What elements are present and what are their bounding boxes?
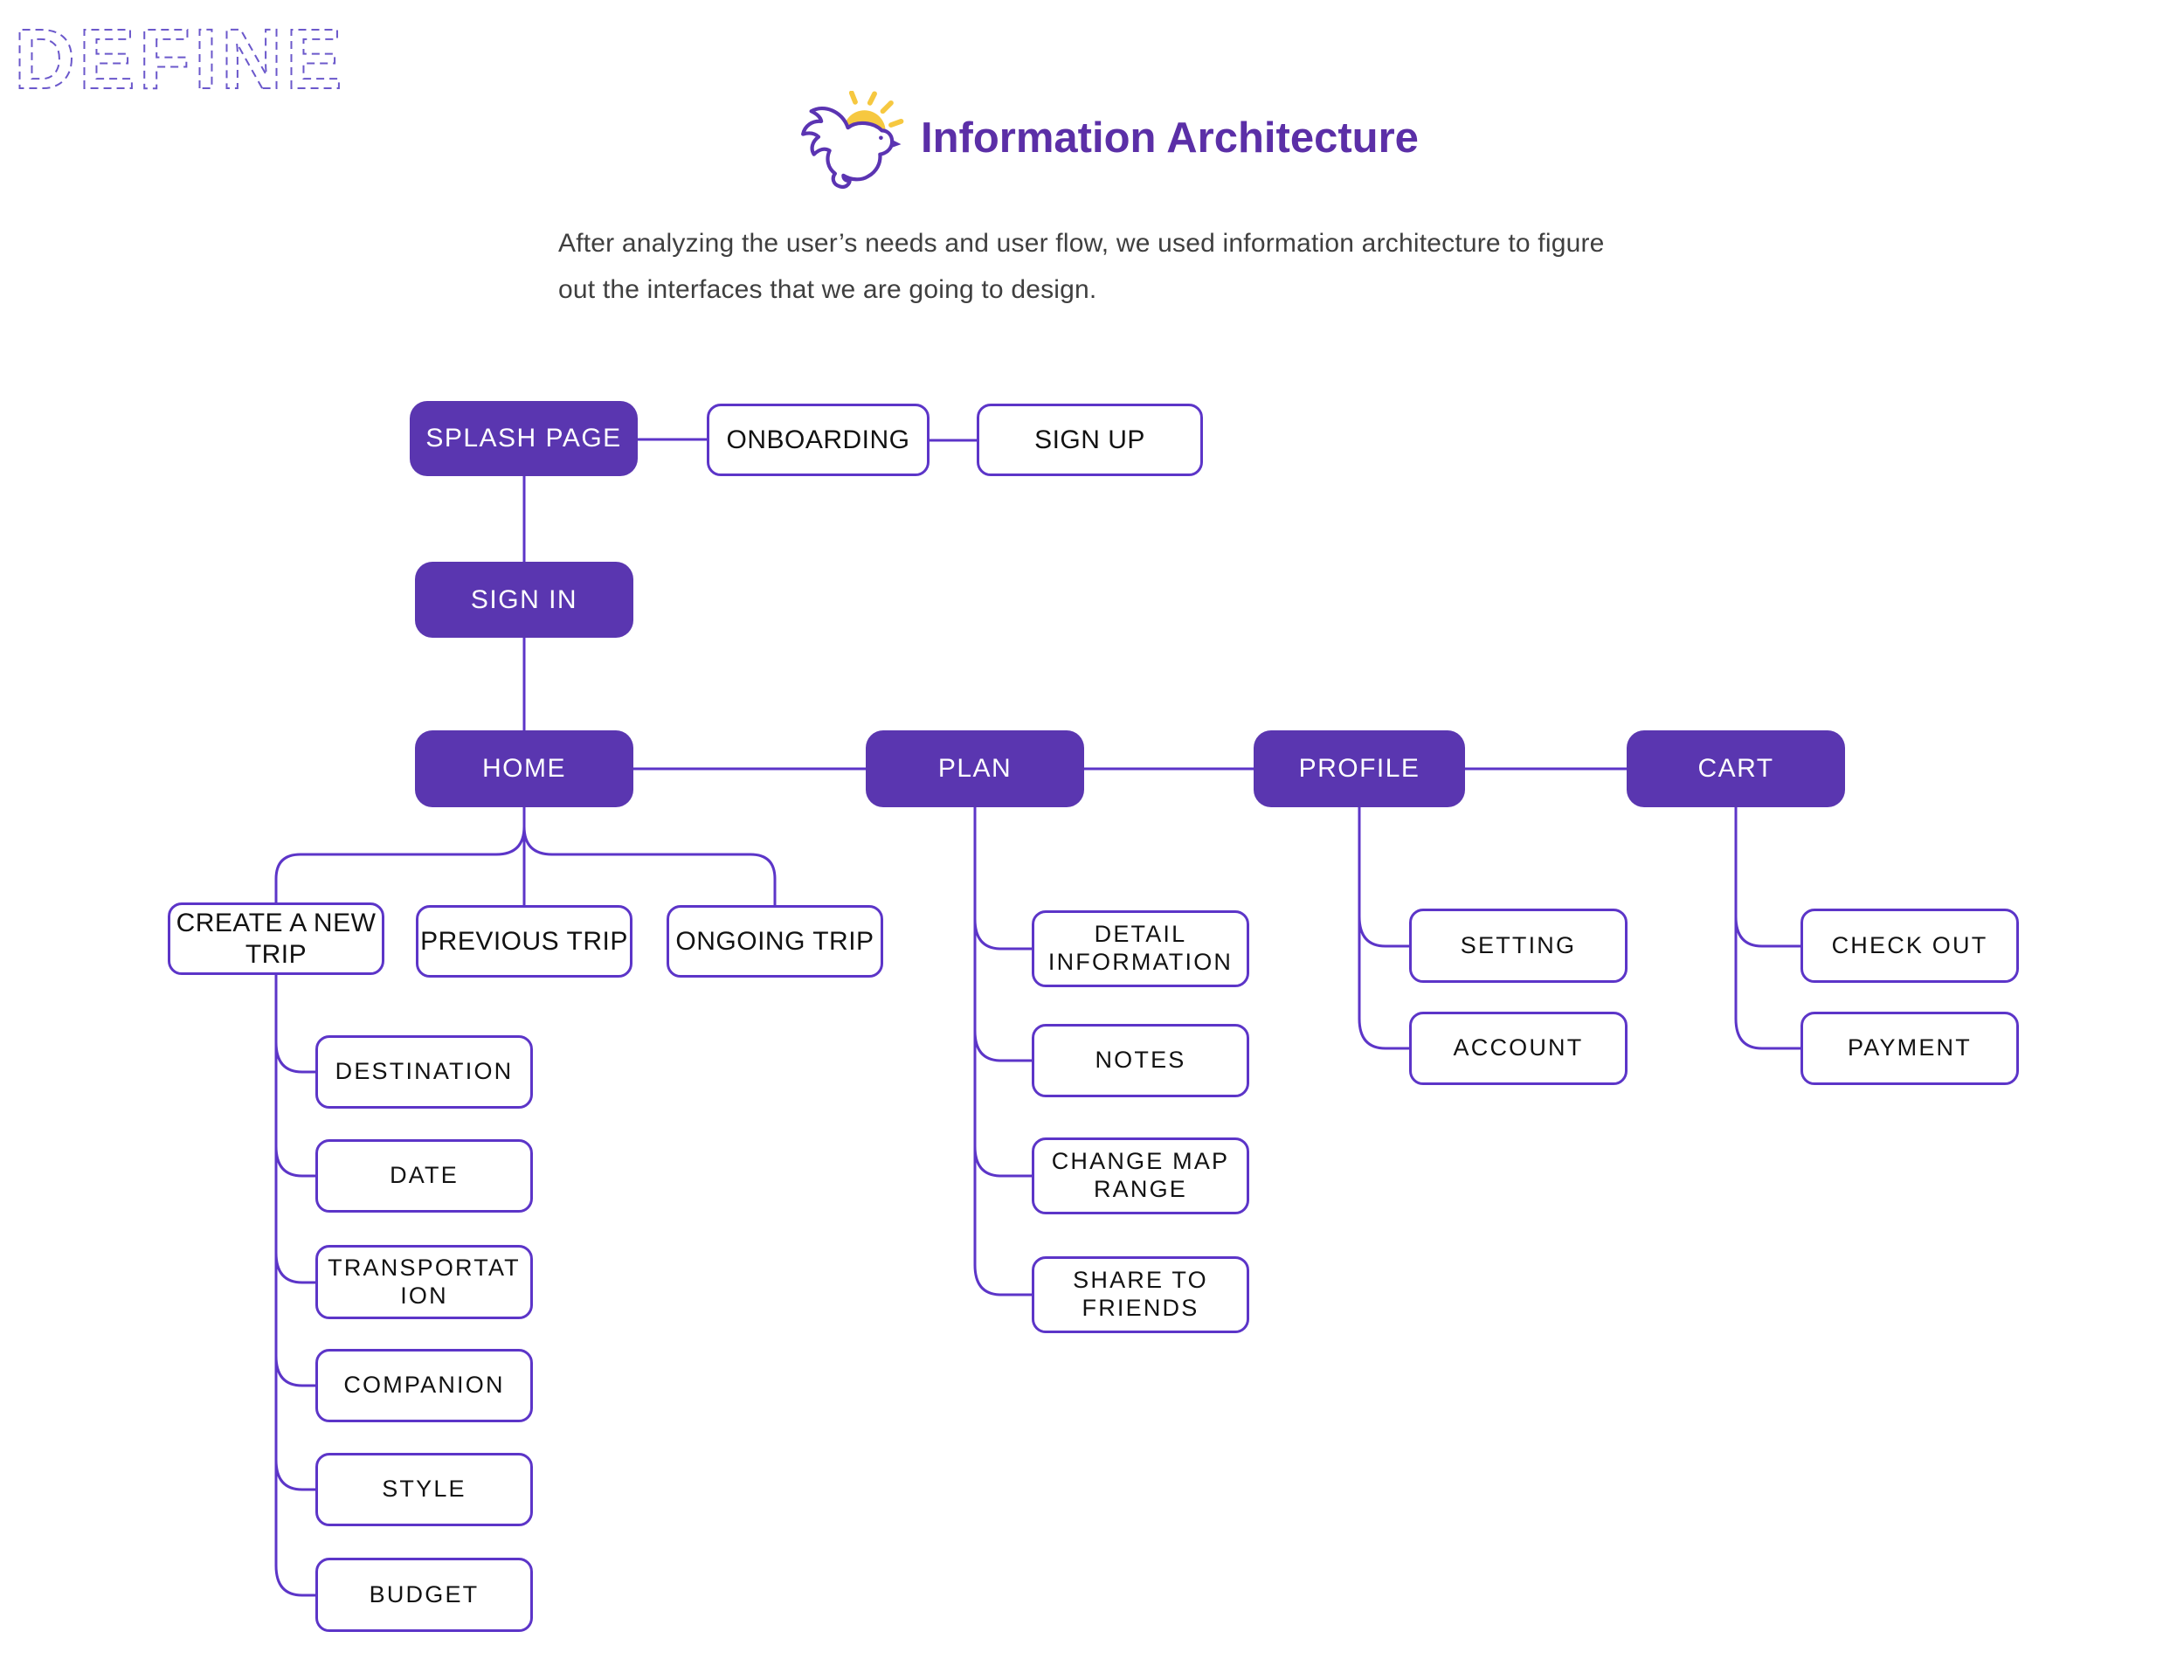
node-label: SETTING <box>1460 931 1577 958</box>
edge-create-new-trip-budget <box>274 1565 315 1597</box>
node-date: DATE <box>315 1139 533 1213</box>
node-label: DATE <box>390 1162 459 1189</box>
edge-profile-account <box>1358 1018 1409 1050</box>
dove-icon <box>801 106 902 190</box>
node-label: BUDGET <box>369 1580 480 1607</box>
edge-plan-notes <box>973 1030 1032 1062</box>
edge-create-new-trip-transportation <box>274 1252 315 1284</box>
node-payment: PAYMENT <box>1800 1012 2019 1085</box>
node-label: PLAN <box>937 754 1013 784</box>
node-style: STYLE <box>315 1453 533 1526</box>
node-checkout: CHECK OUT <box>1800 909 2019 983</box>
edge-create-new-trip-companion <box>274 1355 315 1387</box>
node-label: DESTINATION <box>335 1058 514 1085</box>
node-label: SHARE TO FRIENDS <box>1073 1267 1208 1321</box>
node-previous-trip: PREVIOUS TRIP <box>416 905 632 978</box>
node-label: PREVIOUS TRIP <box>420 926 628 956</box>
edge-create-new-trip-date <box>274 1145 315 1178</box>
node-onboarding: ONBOARDING <box>707 404 930 476</box>
node-label: SPLASH PAGE <box>425 424 622 453</box>
edge-home-ongoing-trip <box>522 826 777 905</box>
node-label: CART <box>1697 754 1774 784</box>
edge-cart-checkout <box>1734 916 1800 948</box>
node-label: ONGOING TRIP <box>675 926 874 956</box>
node-account: ACCOUNT <box>1409 1012 1628 1085</box>
dove-sun-icon <box>801 91 904 190</box>
node-cart: CART <box>1627 730 1845 807</box>
node-splash: SPLASH PAGE <box>410 401 638 476</box>
node-signin: SIGN IN <box>415 562 633 638</box>
node-plan: PLAN <box>866 730 1084 807</box>
node-detail-information: DETAIL INFORMATION <box>1032 910 1249 987</box>
define-label: DEFINE <box>14 11 346 107</box>
node-label: NOTES <box>1095 1047 1186 1074</box>
node-label: DETAIL INFORMATION <box>1047 921 1234 975</box>
define-heading: DEFINE <box>13 10 346 107</box>
node-change-map-range: CHANGE MAP RANGE <box>1032 1137 1249 1214</box>
page-title: Information Architecture <box>921 114 1419 162</box>
edge-cart-payment <box>1734 1018 1800 1050</box>
node-label: HOME <box>482 754 566 784</box>
page-description: After analyzing the user’s needs and use… <box>558 229 1605 304</box>
edge-home-create-new-trip <box>274 826 526 902</box>
node-ongoing-trip: ONGOING TRIP <box>667 905 883 978</box>
node-label: SIGN IN <box>470 584 578 614</box>
node-create-new-trip: CREATE A NEW TRIP <box>168 902 384 975</box>
node-label: CHECK OUT <box>1831 931 1988 958</box>
node-label: PROFILE <box>1298 754 1420 784</box>
edge-plan-change-map-range <box>973 1145 1032 1178</box>
node-destination: DESTINATION <box>315 1035 533 1109</box>
node-transportation: TRANSPORTAT ION <box>315 1245 533 1319</box>
edge-create-new-trip-destination <box>274 1041 315 1074</box>
node-label: SIGN UP <box>1034 425 1145 454</box>
node-label: ONBOARDING <box>726 425 910 454</box>
node-companion: COMPANION <box>315 1349 533 1422</box>
node-home: HOME <box>415 730 633 807</box>
node-label: CREATE A NEW TRIP <box>176 909 377 969</box>
node-label: PAYMENT <box>1848 1034 1972 1061</box>
node-setting: SETTING <box>1409 909 1628 983</box>
node-share-to-friends: SHARE TO FRIENDS <box>1032 1256 1249 1333</box>
edge-plan-detail-information <box>973 918 1032 951</box>
node-label: TRANSPORTAT ION <box>328 1254 521 1309</box>
node-notes: NOTES <box>1032 1024 1249 1097</box>
edge-plan-share-to-friends <box>973 1264 1032 1296</box>
node-label: COMPANION <box>343 1372 505 1399</box>
node-signup: SIGN UP <box>977 404 1203 476</box>
node-profile: PROFILE <box>1254 730 1465 807</box>
edge-create-new-trip-style <box>274 1459 315 1491</box>
node-budget: BUDGET <box>315 1558 533 1632</box>
sun-rays-icon <box>848 91 904 128</box>
node-label: CHANGE MAP RANGE <box>1051 1148 1230 1202</box>
node-label: ACCOUNT <box>1453 1034 1584 1061</box>
node-label: STYLE <box>382 1476 467 1503</box>
edge-profile-setting <box>1358 916 1409 948</box>
